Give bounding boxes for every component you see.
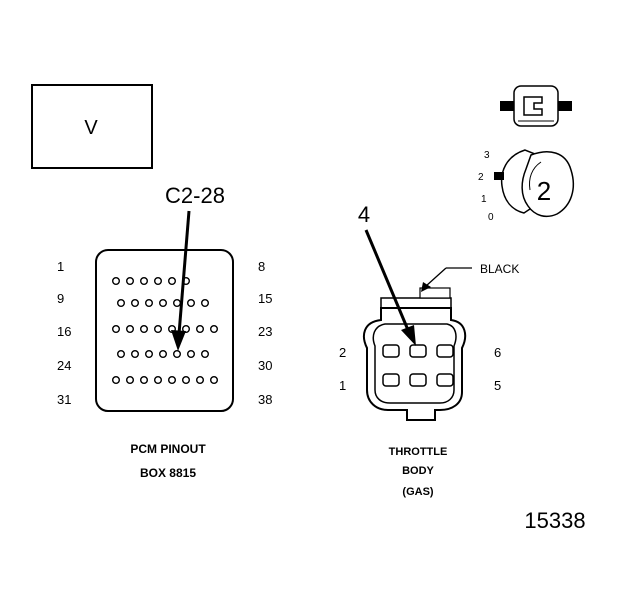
pcm-pin-callout: C2-28: [165, 183, 225, 208]
throttle-callout-arrow: [364, 229, 416, 346]
pcm-title-line1: PCM PINOUT: [130, 442, 206, 456]
pcm-connector: 1 9 16 24 31 8 15 23 30 38: [57, 249, 272, 412]
pcm-pin: [116, 350, 125, 359]
pcm-row-label-right-2: 15: [258, 291, 272, 306]
pcm-pin: [200, 299, 209, 308]
throttle-body-connector: 2 1 6 5: [339, 287, 501, 421]
pcm-pin: [209, 325, 218, 334]
pcm-pin: [200, 350, 209, 359]
pcm-pin: [125, 277, 134, 286]
pcm-pin: [172, 299, 181, 308]
view-box: V: [31, 84, 153, 169]
pcm-pin: [125, 325, 134, 334]
rotation-scale-0: 0: [488, 212, 494, 223]
pcm-pin: [144, 350, 153, 359]
pcm-row-label-left-2: 9: [57, 291, 64, 306]
wire-color-label: BLACK: [480, 262, 519, 276]
pcm-pin: [167, 277, 176, 286]
pcm-pin: [167, 376, 176, 385]
pcm-title-line2: BOX 8815: [140, 466, 196, 480]
pcm-pin: [139, 277, 148, 286]
pcm-pin: [144, 299, 153, 308]
rotation-step-number: 2: [537, 176, 551, 206]
pcm-pin: [195, 325, 204, 334]
pcm-pin: [139, 325, 148, 334]
pcm-pin: [125, 376, 134, 385]
pcm-pin: [116, 299, 125, 308]
figure-number: 15338: [524, 508, 585, 533]
pcm-pin: [153, 376, 162, 385]
pcm-row-label-right-5: 38: [258, 392, 272, 407]
rotate-connector-icon: 3 2 1 0 2: [478, 85, 575, 223]
pcm-pin: [130, 350, 139, 359]
pcm-pin: [181, 325, 190, 334]
pcm-pin: [111, 325, 120, 334]
throttle-title-line2: BODY: [402, 465, 434, 477]
view-box-label: V: [84, 117, 98, 139]
pcm-pin: [209, 376, 218, 385]
pcm-pin: [153, 325, 162, 334]
pcm-row-label-right-3: 23: [258, 324, 272, 339]
pcm-pin: [181, 376, 190, 385]
throttle-pin-label-1: 1: [339, 378, 346, 393]
pcm-row-label-right-4: 30: [258, 358, 272, 373]
pcm-pin: [195, 376, 204, 385]
throttle-title-line1: THROTTLE: [389, 446, 448, 458]
rotation-scale-2: 2: [478, 172, 484, 183]
rotation-scale-1: 1: [481, 194, 487, 205]
pcm-pin: [139, 376, 148, 385]
pcm-pin: [111, 277, 120, 286]
pcm-row-label-left-5: 31: [57, 392, 71, 407]
throttle-pin-callout: 4: [358, 202, 370, 227]
rotation-scale-3: 3: [484, 150, 490, 161]
pcm-row-label-left-1: 1: [57, 259, 64, 274]
wire-color-leader: [421, 267, 472, 292]
pcm-row-label-left-3: 16: [57, 324, 71, 339]
pcm-row-label-left-4: 24: [57, 358, 71, 373]
pcm-pin: [111, 376, 120, 385]
throttle-pin-label-2: 2: [339, 345, 346, 360]
pcm-pin: [172, 350, 181, 359]
pcm-pin: [153, 277, 162, 286]
pcm-pin-grid: [111, 277, 218, 385]
pcm-pin: [158, 299, 167, 308]
throttle-title-line3: (GAS): [402, 486, 434, 498]
pcm-pin: [158, 350, 167, 359]
throttle-pin-label-6: 6: [494, 345, 501, 360]
pcm-callout-arrow: [171, 210, 191, 351]
throttle-pin-label-5: 5: [494, 378, 501, 393]
pcm-pin: [186, 299, 195, 308]
pcm-row-label-right-1: 8: [258, 259, 265, 274]
pcm-pin: [186, 350, 195, 359]
pcm-pin: [130, 299, 139, 308]
